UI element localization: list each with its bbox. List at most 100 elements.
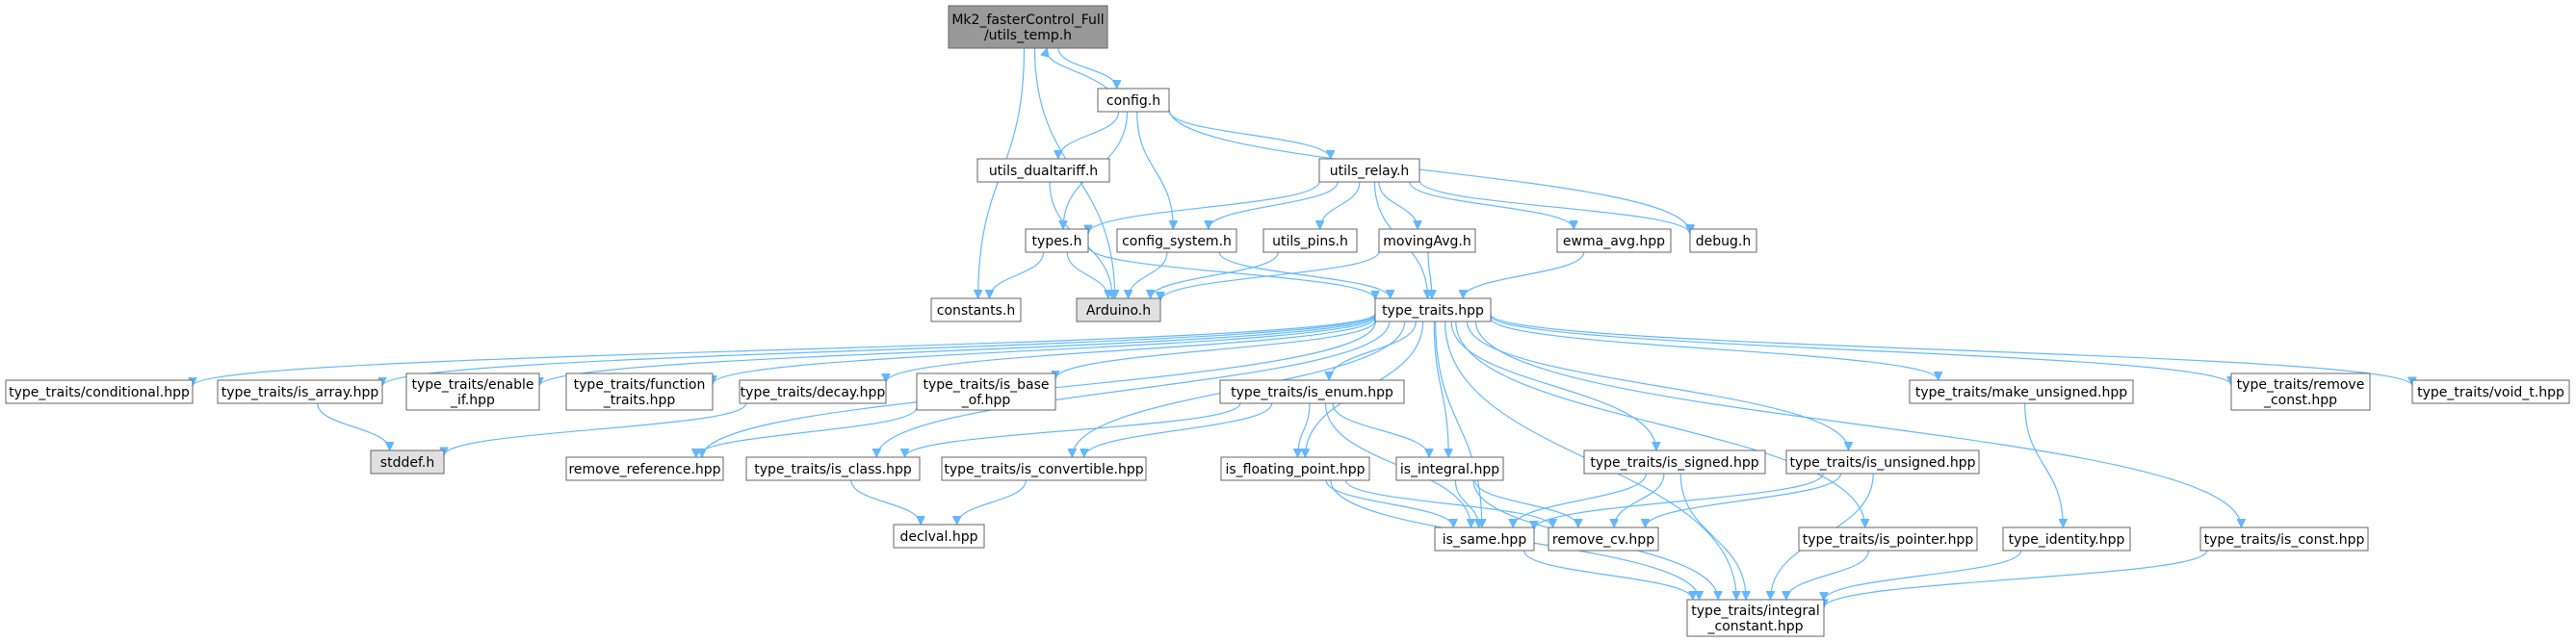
node-tt-is-signed[interactable]: type_traits/is_signed.hpp	[1583, 449, 1766, 475]
node-box	[1219, 379, 1405, 404]
node-is-same[interactable]: is_same.hpp	[1434, 526, 1535, 552]
edge-config_system_h-to-arduino_h	[1129, 251, 1168, 299]
node-config-system-h[interactable]: config_system.h	[1116, 228, 1237, 253]
node-is-integral[interactable]: is_integral.hpp	[1395, 456, 1504, 481]
edge-type_traits_hpp-to-tt_enable_if	[539, 314, 1376, 387]
node-declval[interactable]: declval.hpp	[893, 524, 985, 549]
node-tt-is-enum[interactable]: type_traits/is_enum.hpp	[1219, 379, 1405, 404]
edge-utils_relay_h-to-ewma_avg_hpp	[1409, 181, 1574, 230]
node-label: config_system.h	[1122, 234, 1232, 249]
node-utils-relay-h[interactable]: utils_relay.h	[1318, 158, 1420, 183]
node-box	[1378, 228, 1476, 253]
node-label: is_floating_point.hpp	[1225, 462, 1365, 477]
node-types-h[interactable]: types.h	[1025, 228, 1089, 253]
edge-tt_is_signed-to-is_same	[1513, 473, 1647, 528]
node-label: types.h	[1032, 234, 1082, 249]
edge-tt_is_enum-to-tt_is_convertible	[1084, 402, 1273, 458]
edge-movingavg_h-to-type_traits_hpp	[1427, 251, 1432, 298]
node-tt-is-pointer[interactable]: type_traits/is_pointer.hpp	[1798, 526, 1978, 552]
node-label: type_traits.hpp	[1382, 303, 1484, 319]
node-box	[1318, 158, 1420, 183]
node-type-identity[interactable]: type_identity.hpp	[2002, 526, 2131, 552]
node-is-floating-point[interactable]: is_floating_point.hpp	[1220, 456, 1370, 481]
node-label: _const.hpp	[2263, 393, 2337, 408]
node-box	[739, 379, 887, 404]
node-box	[2002, 526, 2131, 552]
node-stddef-h[interactable]: stddef.h	[370, 449, 445, 475]
node-utils-pins-h[interactable]: utils_pins.h	[1262, 228, 1358, 253]
edge-tt_is_unsigned-to-is_same	[1534, 473, 1824, 530]
edge-type_traits_hpp-to-is_integral	[1433, 321, 1448, 457]
node-label: config.h	[1106, 93, 1160, 109]
node-box	[565, 456, 724, 481]
edge-config_system_h-to-type_traits_hpp	[1218, 251, 1390, 299]
edge-is_same-to-tt_integral_constant	[1523, 550, 1693, 601]
node-tt-make-unsigned[interactable]: type_traits/make_unsigned.hpp	[1909, 379, 2134, 404]
edge-ewma_avg_hpp-to-type_traits_hpp	[1463, 251, 1585, 299]
node-label: remove_cv.hpp	[1552, 532, 1654, 548]
edge-tt_is_convertible-to-declval	[957, 479, 1027, 526]
node-tt-remove-const[interactable]: type_traits/remove_const.hpp	[2230, 372, 2371, 411]
node-label: _of.hpp	[961, 393, 1011, 408]
node-label: /utils_temp.h	[984, 28, 1072, 43]
node-constants-h[interactable]: constants.h	[930, 297, 1022, 322]
node-type-traits-hpp[interactable]: type_traits.hpp	[1374, 297, 1492, 322]
node-label: type_traits/conditional.hpp	[9, 385, 190, 400]
node-label: type_traits/is_enum.hpp	[1231, 385, 1393, 400]
node-box	[745, 456, 921, 481]
node-remove-cv[interactable]: remove_cv.hpp	[1548, 526, 1659, 552]
node-label: ewma_avg.hpp	[1563, 234, 1665, 249]
node-label: type_traits/decay.hpp	[741, 385, 886, 400]
edge-utils_relay_h-to-types_h	[1088, 181, 1320, 234]
edge-utils_relay_h-to-movingavg_h	[1378, 181, 1418, 230]
node-tt-void-t[interactable]: type_traits/void_t.hpp	[2411, 379, 2570, 404]
node-tt-function-traits[interactable]: type_traits/function_traits.hpp	[565, 372, 714, 411]
node-tt-integral-constant[interactable]: type_traits/integral_constant.hpp	[1686, 599, 1825, 637]
node-tt-is-const[interactable]: type_traits/is_const.hpp	[2199, 526, 2369, 552]
node-label: type_traits/is_pointer.hpp	[1803, 532, 1974, 548]
node-root[interactable]: Mk2_fasterControl_Full/utils_temp.h	[948, 5, 1108, 49]
node-label: _constant.hpp	[1707, 619, 1804, 634]
node-tt-is-convertible[interactable]: type_traits/is_convertible.hpp	[941, 456, 1147, 481]
node-label: utils_pins.h	[1272, 234, 1348, 249]
node-tt-is-class[interactable]: type_traits/is_class.hpp	[745, 456, 921, 481]
node-label: stddef.h	[380, 455, 434, 471]
edge-type_traits_hpp-to-tt_void_t	[1490, 314, 2412, 387]
node-box	[1025, 228, 1089, 253]
edge-type_traits_hpp-to-tt_is_class	[876, 321, 1391, 457]
node-label: Arduino.h	[1086, 303, 1151, 319]
node-arduino-h[interactable]: Arduino.h	[1076, 297, 1161, 322]
edge-types_h-to-type_traits_hpp	[1087, 245, 1375, 300]
node-box	[1798, 526, 1978, 552]
node-box	[916, 372, 1056, 411]
edge-type_traits_hpp-to-tt_is_base_of	[1055, 320, 1376, 380]
edge-type_identity-to-tt_integral_constant	[1824, 550, 2022, 602]
node-box	[1076, 297, 1161, 322]
node-label: declval.hpp	[900, 529, 978, 545]
node-tt-decay[interactable]: type_traits/decay.hpp	[739, 379, 887, 404]
edge-type_traits_hpp-to-tt_decay	[886, 317, 1376, 383]
node-config-h[interactable]: config.h	[1097, 88, 1170, 113]
node-tt-conditional[interactable]: type_traits/conditional.hpp	[5, 379, 194, 404]
edge-root-to-config_h	[1057, 47, 1117, 90]
node-utils-dualtariff-h[interactable]: utils_dualtariff.h	[976, 158, 1110, 183]
edge-type_traits_hpp-to-tt_function_traits	[713, 315, 1376, 385]
node-tt-is-unsigned[interactable]: type_traits/is_unsigned.hpp	[1785, 449, 1980, 475]
edge-tt_is_base_of-to-remove_reference	[696, 406, 918, 458]
node-box	[405, 372, 540, 411]
edge-types_h-to-arduino_h	[1066, 251, 1108, 299]
node-ewma-avg-hpp[interactable]: ewma_avg.hpp	[1556, 228, 1672, 253]
node-label: movingAvg.h	[1383, 234, 1470, 249]
node-debug-h[interactable]: debug.h	[1689, 228, 1757, 253]
node-tt-enable-if[interactable]: type_traits/enable_if.hpp	[405, 372, 540, 411]
node-label: type_traits/is_class.hpp	[754, 462, 912, 477]
node-remove-reference[interactable]: remove_reference.hpp	[565, 456, 724, 481]
node-tt-is-array[interactable]: type_traits/is_array.hpp	[217, 379, 383, 404]
edge-type_traits_hpp-to-tt_remove_const	[1490, 315, 2231, 386]
node-box	[1097, 88, 1170, 113]
node-tt-is-base-of[interactable]: type_traits/is_base_of.hpp	[916, 372, 1056, 411]
node-label: constants.h	[937, 303, 1015, 319]
node-label: type_traits/is_array.hpp	[221, 385, 379, 400]
edge-type_traits_hpp-to-tt_conditional	[193, 313, 1376, 387]
node-movingavg-h[interactable]: movingAvg.h	[1378, 228, 1476, 253]
